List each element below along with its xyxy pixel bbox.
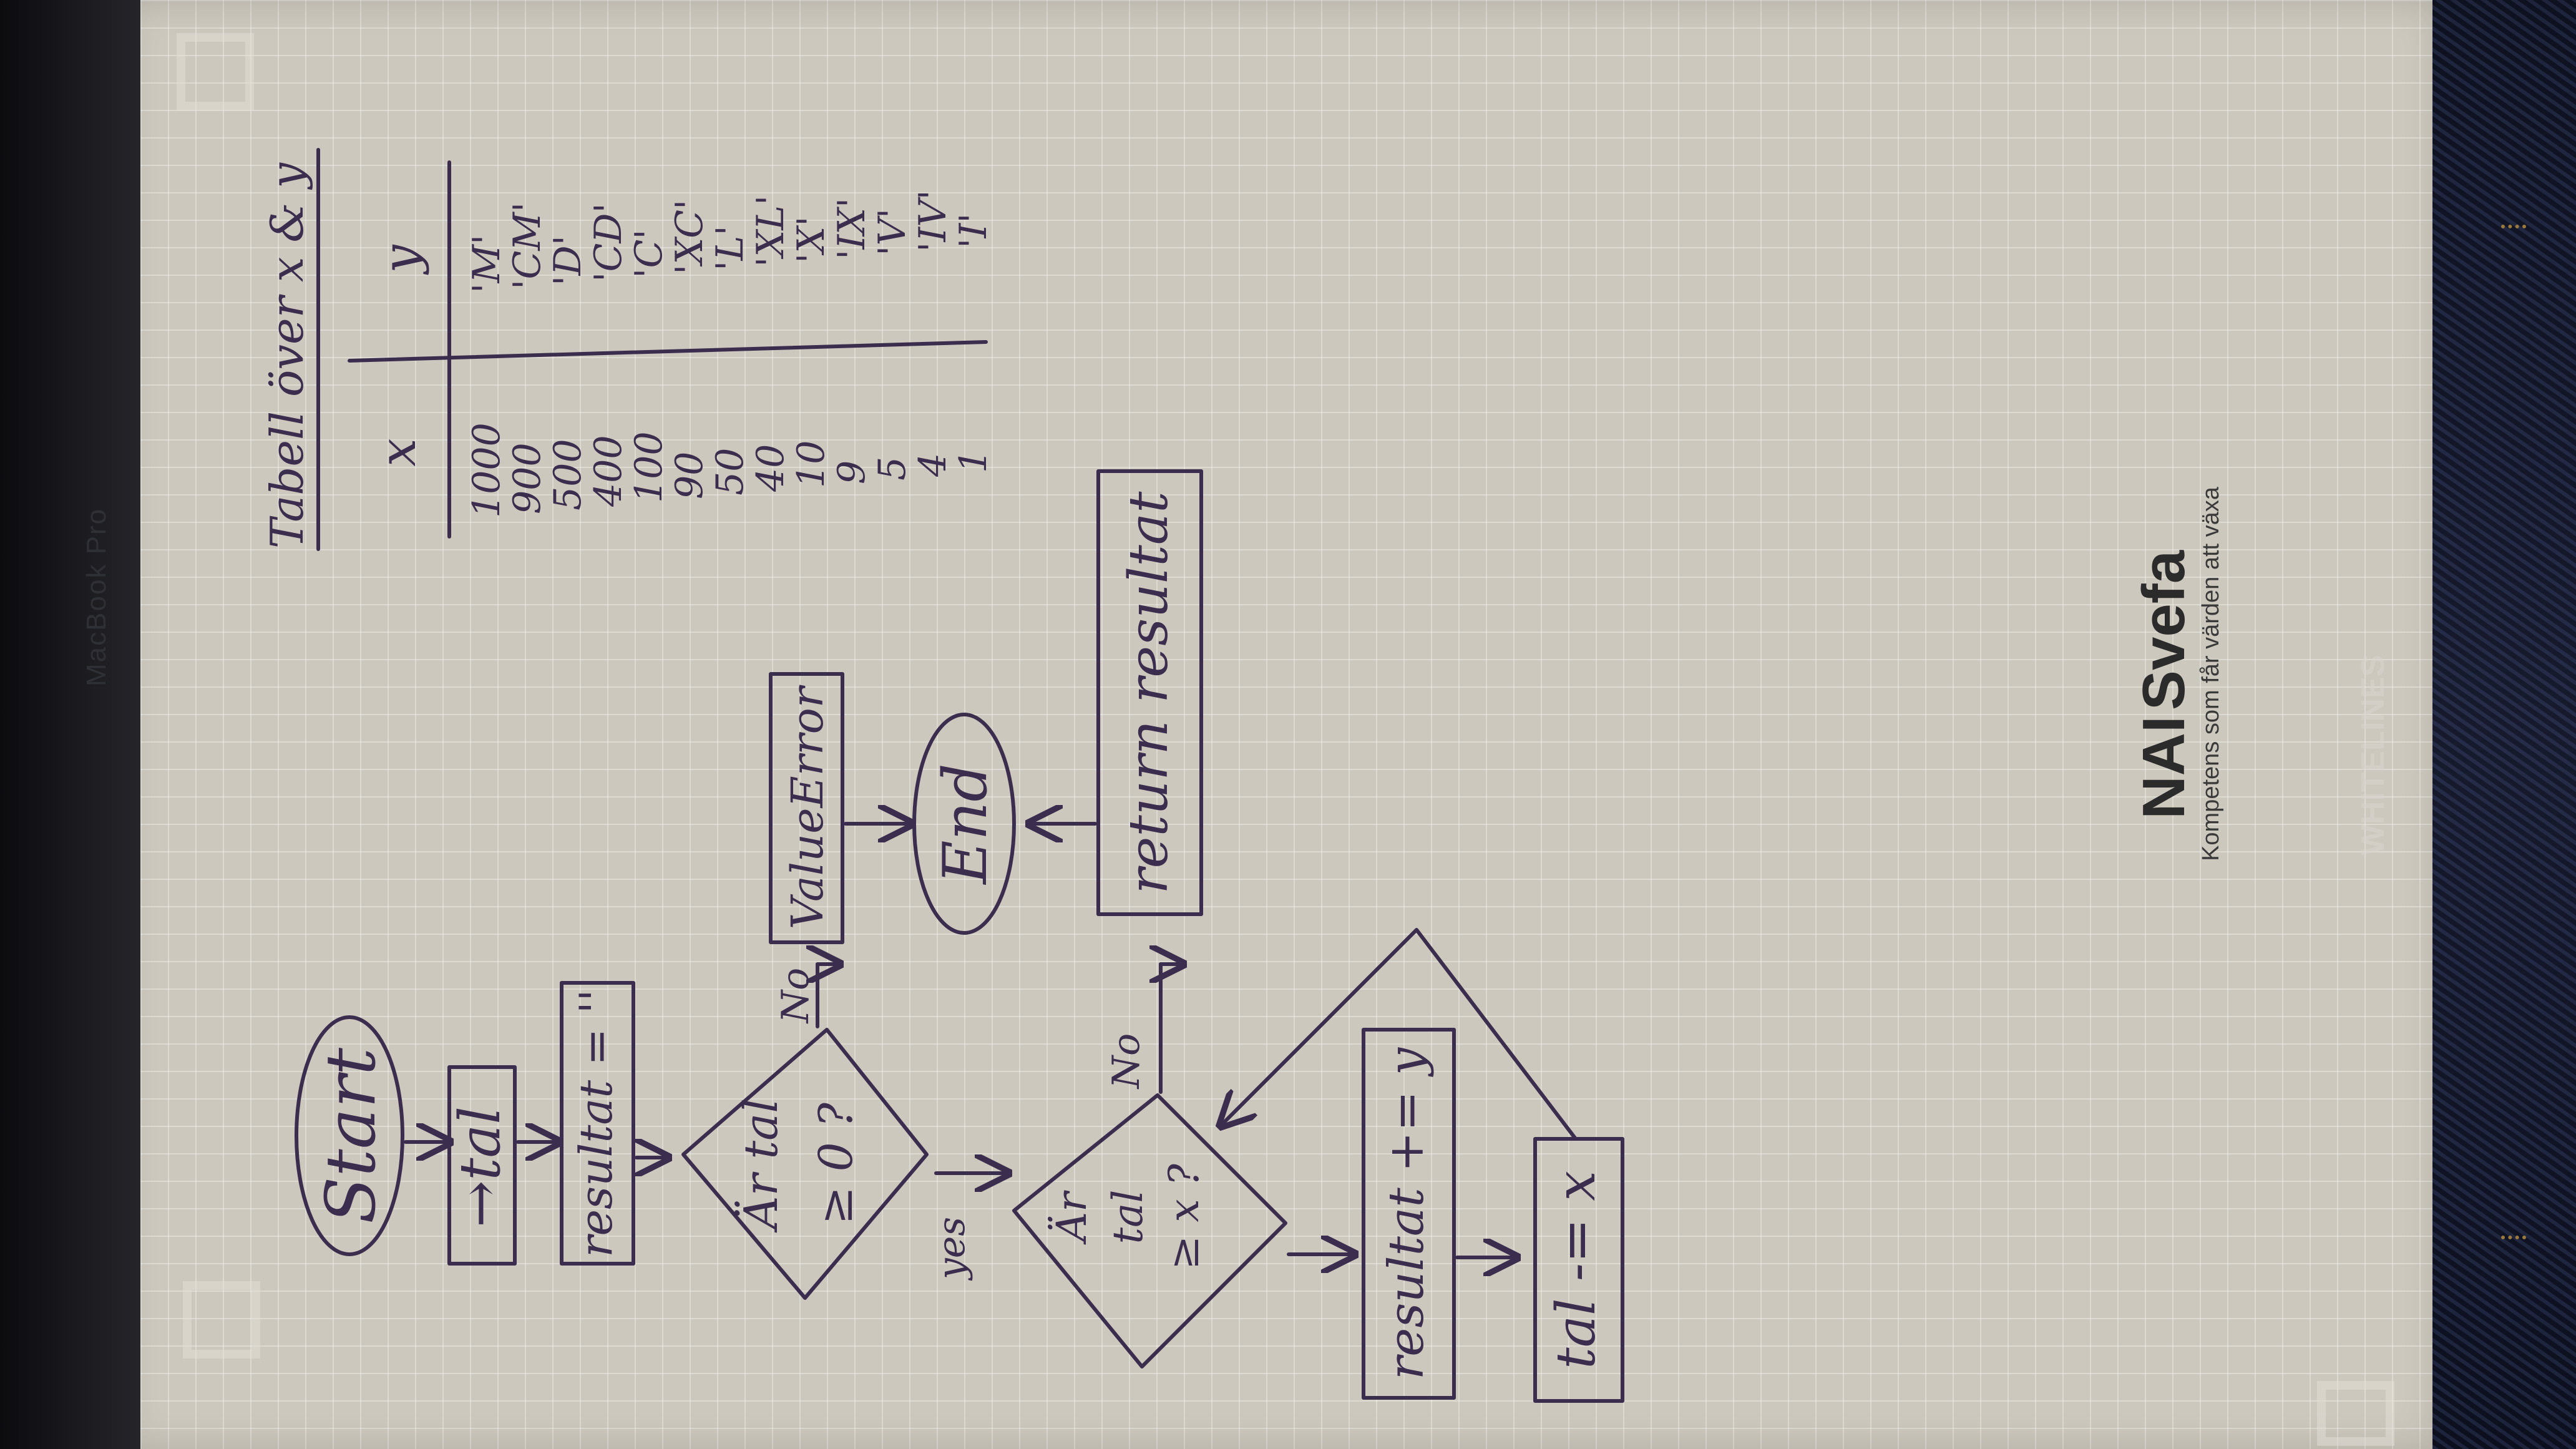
decision-nonneg-line1: Är tal bbox=[734, 1098, 788, 1233]
decision-ge-line1: Är bbox=[1048, 1190, 1096, 1246]
end-label: End bbox=[930, 763, 1000, 885]
table-y-value: 'C' bbox=[627, 229, 671, 278]
error-box: ValueError bbox=[769, 672, 844, 944]
return-label: return resultat bbox=[1118, 491, 1180, 894]
table-x-value: 90 bbox=[668, 452, 711, 499]
table-x-value: 10 bbox=[789, 441, 833, 488]
corner-marker bbox=[177, 33, 254, 110]
table-y-value: 'X' bbox=[789, 216, 833, 263]
table-y-value: 'M' bbox=[465, 235, 509, 293]
start-label: Start bbox=[311, 1047, 391, 1224]
decision-ge: Är tal ≥ x ? bbox=[1012, 1093, 1287, 1368]
brand-prefix: NAI bbox=[2130, 716, 2197, 819]
return-box: return resultat bbox=[1096, 469, 1203, 916]
end-terminal: End bbox=[912, 713, 1016, 935]
table-y-value: 'D' bbox=[546, 235, 590, 286]
table-x-value: 100 bbox=[627, 431, 671, 503]
decision-ge-line3: ≥ x ? bbox=[1160, 1163, 1208, 1269]
table-x-value: 400 bbox=[587, 435, 630, 507]
whitelines-watermark: WHITELINES bbox=[2355, 655, 2391, 856]
input-box: →tal bbox=[447, 1065, 517, 1266]
table-title: Tabell över x & y bbox=[261, 162, 313, 549]
table-x-value: 4 bbox=[911, 453, 955, 477]
yes-label: yes bbox=[930, 1217, 973, 1281]
append-box: resultat += y bbox=[1362, 1028, 1456, 1400]
input-label: →tal bbox=[447, 1106, 513, 1227]
fabric-stitch bbox=[2501, 225, 2526, 247]
error-label: ValueError bbox=[782, 685, 833, 929]
table-x-value: 500 bbox=[546, 439, 590, 510]
table-y-value: 'XL' bbox=[749, 195, 793, 267]
fabric-background bbox=[2432, 0, 2576, 1449]
init-box: resultat = '' bbox=[560, 981, 635, 1266]
table-x-value: 40 bbox=[749, 444, 793, 492]
table-x-value: 900 bbox=[505, 442, 549, 514]
table-y-value: 'V' bbox=[871, 208, 914, 256]
table-y-value: 'CD' bbox=[587, 203, 630, 282]
table-x-value: 1 bbox=[952, 449, 995, 473]
brand-tagline: Kompetens som får värden att växa bbox=[2198, 486, 2224, 861]
table-column-divider bbox=[348, 340, 988, 363]
append-label: resultat += y bbox=[1378, 1047, 1435, 1380]
laptop-edge: MacBook Pro bbox=[0, 0, 150, 1449]
table-y-value: 'CM' bbox=[505, 202, 549, 290]
no-label-1: No bbox=[774, 968, 817, 1025]
subtract-label: tal -= x bbox=[1545, 1171, 1608, 1369]
table-x-value: 1000 bbox=[465, 422, 509, 518]
table-y-column: 'M''CM''D''CD''C''XC''L''XL''X''IX''V''I… bbox=[465, 190, 995, 293]
brand-name: Svefa bbox=[2130, 550, 2197, 710]
table-y-value: 'IX' bbox=[830, 198, 874, 260]
notebook-brand: NAI Svefa Kompetens som får värden att v… bbox=[2130, 486, 2391, 861]
table-y-value: 'L' bbox=[708, 225, 752, 271]
table-col-y: y bbox=[372, 244, 430, 275]
lookup-table: Tabell över x & y x y bbox=[261, 148, 988, 551]
notebook-page bbox=[140, 0, 2459, 1449]
table-y-value: 'IV' bbox=[911, 190, 955, 252]
table-y-value: 'XC' bbox=[668, 199, 711, 275]
no-label-2: No bbox=[1105, 1033, 1148, 1090]
start-terminal: Start bbox=[295, 1015, 404, 1256]
decision-nonneg: Är tal ≥ 0 ? bbox=[681, 1028, 929, 1300]
fabric-stitch bbox=[2501, 1236, 2526, 1258]
table-col-x: x bbox=[369, 438, 427, 466]
decision-nonneg-line2: ≥ 0 ? bbox=[809, 1102, 863, 1225]
table-x-value: 9 bbox=[830, 461, 874, 484]
corner-marker bbox=[183, 1281, 260, 1359]
decision-ge-line2: tal bbox=[1104, 1190, 1152, 1244]
corner-marker bbox=[2317, 1381, 2394, 1446]
table-y-value: 'I' bbox=[952, 213, 995, 248]
subtract-box: tal -= x bbox=[1533, 1137, 1624, 1403]
table-x-value: 5 bbox=[871, 457, 914, 481]
loop-arrow bbox=[1223, 928, 1578, 1141]
init-label: resultat = '' bbox=[570, 989, 622, 1257]
table-x-value: 50 bbox=[708, 448, 752, 495]
